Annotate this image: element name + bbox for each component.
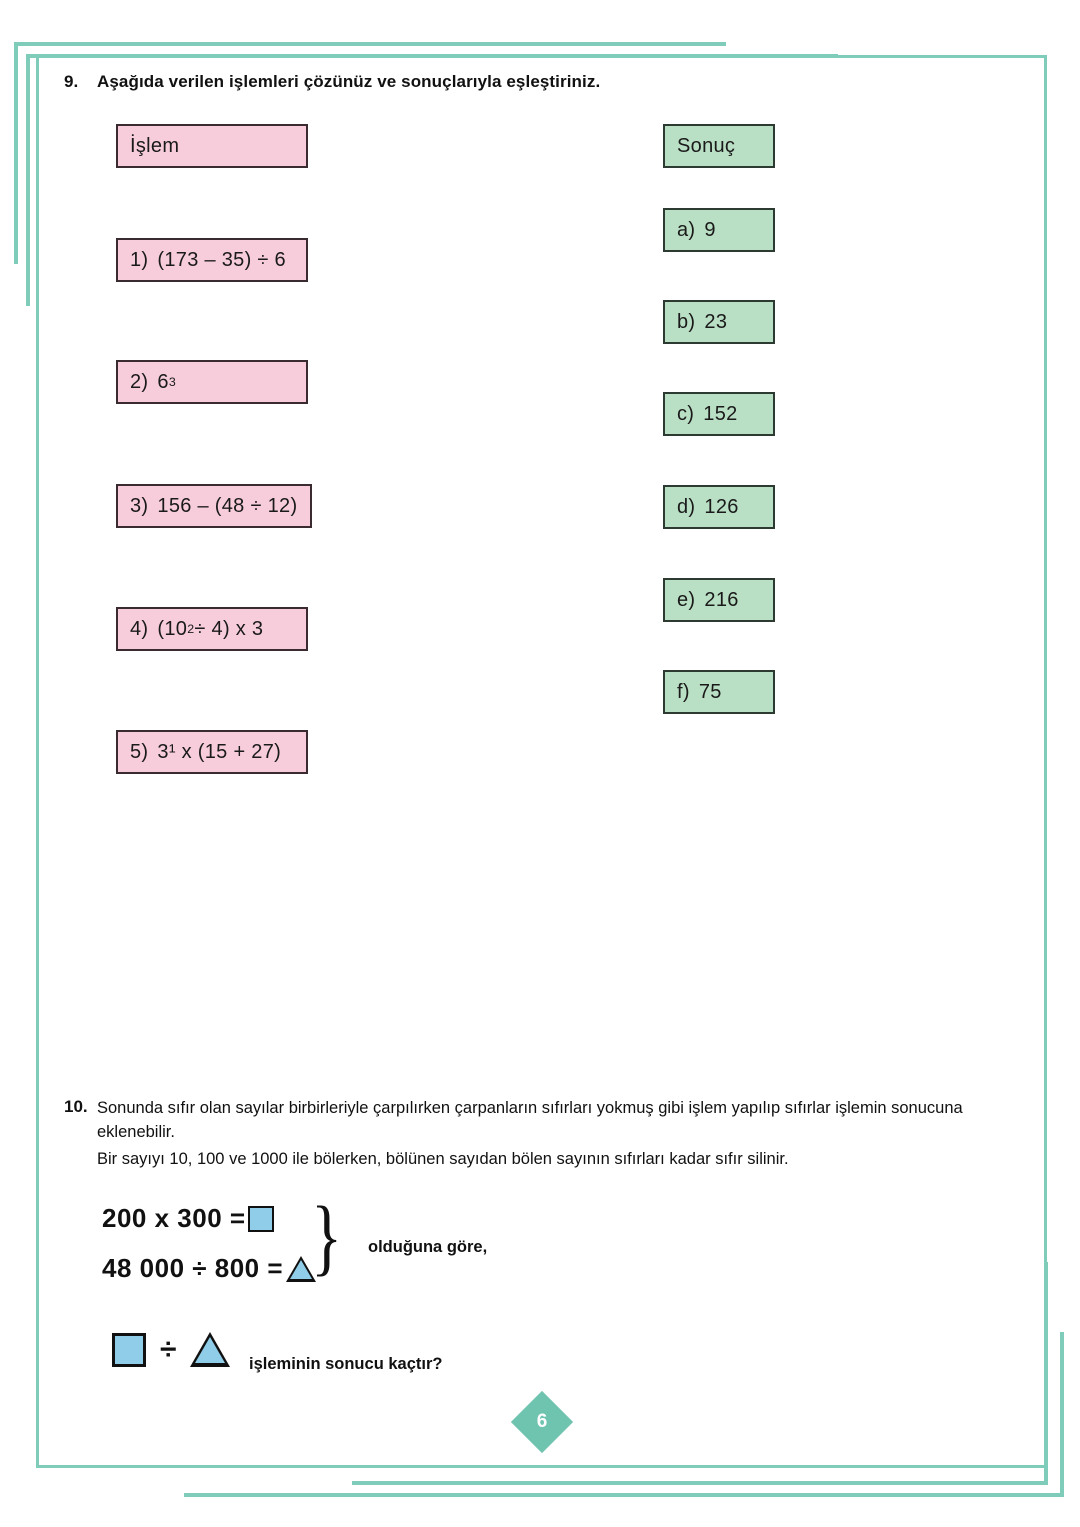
operation-1-expression: (173 – 35) ÷ 6 — [157, 248, 286, 271]
operation-column-header: İşlem — [116, 124, 308, 168]
result-b-value: 23 — [704, 310, 728, 333]
question-10-paragraph-1: Sonunda sıfır olan sayılar birbirleriyle… — [97, 1099, 963, 1141]
decor-line-top-left-outer-vertical — [14, 42, 18, 264]
result-item-d[interactable]: d) 126 — [663, 485, 775, 529]
division-operator: ÷ — [160, 1332, 177, 1366]
result-f-value: 75 — [698, 680, 722, 703]
final-blue-triangle-icon — [190, 1332, 231, 1367]
question-10-paragraph-2: Bir sayıyı 10, 100 ve 1000 ile bölerken,… — [97, 1150, 789, 1168]
page-frame — [36, 55, 1047, 1468]
final-question-text: işleminin sonucu kaçtır? — [249, 1355, 443, 1373]
operation-3-expression: 156 – (48 ÷ 12) — [157, 494, 298, 517]
result-item-f[interactable]: f) 75 — [663, 670, 775, 714]
result-column-header: Sonuç — [663, 124, 775, 168]
operation-header-label: İşlem — [130, 134, 180, 157]
result-d-value: 126 — [704, 495, 739, 518]
result-e-value: 216 — [704, 588, 739, 611]
result-a-label: a) — [677, 218, 696, 241]
decor-line-top-left-middle-vertical — [26, 54, 30, 306]
result-e-label: e) — [677, 588, 696, 611]
decor-line-bottom-right-outer-vertical — [1060, 1332, 1064, 1497]
operation-5-label: 5) — [130, 740, 149, 763]
operation-5-expression: 3¹ x (15 + 27) — [157, 740, 282, 763]
operation-item-1[interactable]: 1) (173 – 35) ÷ 6 — [116, 238, 308, 282]
equation-1-text: 200 x 300 = — [102, 1203, 246, 1233]
result-f-label: f) — [677, 680, 690, 703]
equation-2: 48 000 ÷ 800 = — [102, 1253, 319, 1284]
result-item-b[interactable]: b) 23 — [663, 300, 775, 344]
result-item-e[interactable]: e) 216 — [663, 578, 775, 622]
operation-1-label: 1) — [130, 248, 149, 271]
curly-brace-icon: } — [311, 1188, 343, 1284]
question-9-number: 9. — [64, 72, 79, 91]
result-c-value: 152 — [703, 402, 738, 425]
operation-2-label: 2) — [130, 370, 149, 393]
final-expression: ÷ — [112, 1332, 231, 1367]
question-9-prompt: Aşağıda verilen işlemleri çözünüz ve son… — [97, 72, 601, 91]
blue-triangle-icon — [286, 1255, 317, 1282]
operation-3-label: 3) — [130, 494, 149, 517]
operation-item-3[interactable]: 3) 156 – (48 ÷ 12) — [116, 484, 312, 528]
operation-4-expression-prefix: (10 — [157, 617, 188, 640]
decor-line-bottom-right-inner-horizontal — [352, 1481, 1048, 1485]
operation-4-label: 4) — [130, 617, 149, 640]
result-c-label: c) — [677, 402, 695, 425]
result-a-value: 9 — [704, 218, 716, 241]
blue-square-icon — [247, 1205, 274, 1232]
question-10-number: 10. — [64, 1097, 88, 1116]
result-b-label: b) — [677, 310, 696, 333]
result-header-label: Sonuç — [677, 134, 736, 157]
result-d-label: d) — [677, 495, 696, 518]
operation-4-expression-suffix: ÷ 4) x 3 — [194, 617, 264, 640]
result-item-c[interactable]: c) 152 — [663, 392, 775, 436]
equation-2-text: 48 000 ÷ 800 = — [102, 1253, 284, 1283]
given-label: olduğuna göre, — [368, 1238, 488, 1256]
page-number-label: 6 — [536, 1411, 548, 1432]
operation-item-5[interactable]: 5) 3¹ x (15 + 27) — [116, 730, 308, 774]
final-blue-square-icon — [112, 1332, 146, 1367]
decor-line-bottom-right-outer-horizontal — [184, 1493, 1064, 1497]
result-item-a[interactable]: a) 9 — [663, 208, 775, 252]
decor-line-top-left-outer-horizontal — [14, 42, 726, 46]
equation-1: 200 x 300 = — [102, 1203, 276, 1234]
operation-2-expression: 6 — [157, 370, 169, 393]
